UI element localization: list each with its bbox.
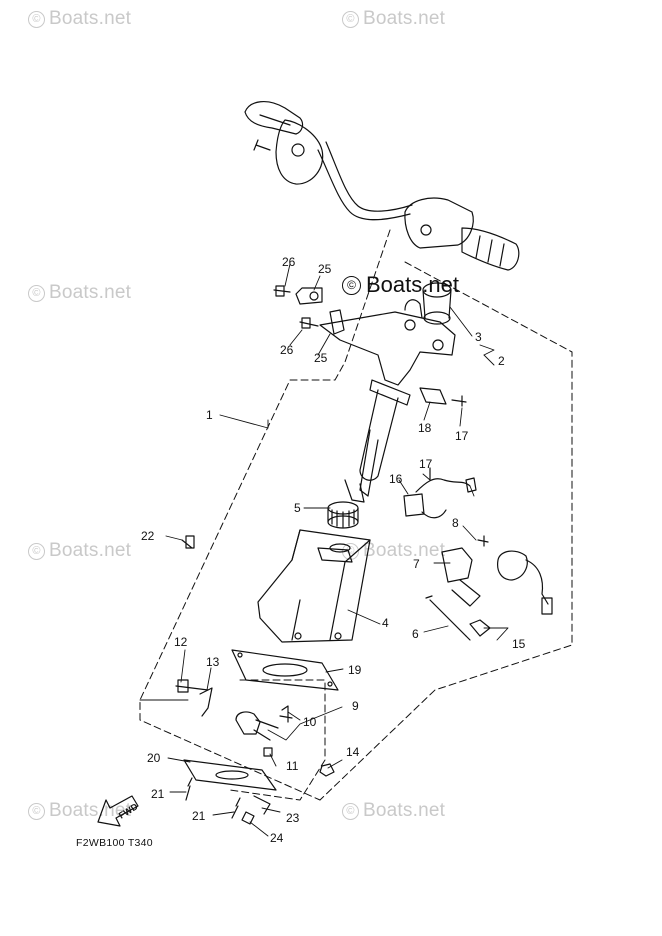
callout-17: 17 <box>419 457 433 471</box>
sensor <box>403 467 477 519</box>
callout-20: 20 <box>147 751 161 765</box>
clamp-parts <box>273 285 345 335</box>
callout-22: 22 <box>141 529 155 543</box>
diagram-code: F2WB100 T340 <box>76 837 153 849</box>
leader-lines <box>139 263 509 837</box>
callout-2: 2 <box>498 354 505 368</box>
watermark: ©Boats.net <box>342 800 445 822</box>
callout-4: 4 <box>382 616 389 630</box>
bearing <box>327 501 359 529</box>
callout-16: 16 <box>389 472 403 486</box>
bracket-18 <box>419 387 467 407</box>
callout-5: 5 <box>294 501 301 515</box>
switch-15 <box>425 535 553 641</box>
watermark: ©Boats.net <box>28 800 131 822</box>
callout-26: 26 <box>282 255 296 269</box>
steering-column <box>319 282 456 503</box>
watermark: ©Boats.net <box>28 282 131 304</box>
assembly-outline <box>139 229 573 801</box>
watermark: ©Boats.net <box>28 8 131 30</box>
watermark: ©Boats.net <box>28 540 131 562</box>
callout-14: 14 <box>346 745 360 759</box>
callout-12: 12 <box>174 635 188 649</box>
callout-18: 18 <box>418 421 432 435</box>
callout-3: 3 <box>475 330 482 344</box>
callout-8: 8 <box>452 516 459 530</box>
fwd-arrow <box>97 795 139 827</box>
callout-11: 11 <box>286 759 299 773</box>
handlebar <box>244 101 520 271</box>
callout-1: 1 <box>206 408 213 422</box>
callout-25: 25 <box>314 351 328 365</box>
switch-assembly <box>175 679 335 777</box>
callout-15: 15 <box>512 637 526 651</box>
callout-9: 9 <box>352 699 359 713</box>
callout-7: 7 <box>413 557 420 571</box>
hardware <box>181 535 271 825</box>
callout-21: 21 <box>151 787 165 801</box>
callout-23: 23 <box>286 811 300 825</box>
callout-17: 17 <box>455 429 469 443</box>
base-plate <box>183 759 277 791</box>
callout-26: 26 <box>280 343 294 357</box>
callout-21: 21 <box>192 809 206 823</box>
callout-24: 24 <box>270 831 284 845</box>
gasket-plate <box>231 649 339 691</box>
callout-13: 13 <box>206 655 220 669</box>
column-housing <box>257 529 371 643</box>
callout-19: 19 <box>348 663 362 677</box>
watermark: ©Boats.net <box>342 8 445 30</box>
callout-10: 10 <box>303 715 317 729</box>
callout-6: 6 <box>412 627 419 641</box>
center-watermark: ©Boats.net <box>342 272 459 298</box>
callout-25: 25 <box>318 262 332 276</box>
